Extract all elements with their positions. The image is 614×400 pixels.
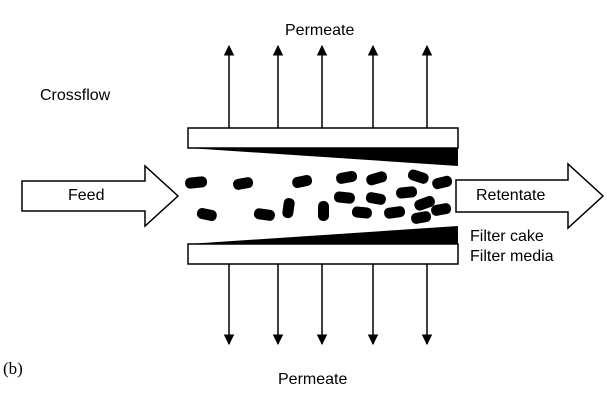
particle: [185, 176, 208, 189]
permeate-arrows-up: [223, 44, 433, 128]
particle: [351, 206, 372, 219]
permeate-bottom-label: Permeate: [278, 371, 348, 388]
feed-arrow: [21, 164, 180, 228]
particle: [411, 211, 432, 224]
permeate-arrows-down: [223, 264, 433, 346]
retentate-arrow: [455, 162, 605, 230]
crossflow-label: Crossflow: [40, 87, 111, 104]
particle: [414, 195, 435, 211]
particle: [196, 207, 217, 222]
particle: [432, 175, 453, 190]
retentate-label: Retentate: [476, 187, 546, 204]
filter-media-label: Filter media: [470, 248, 554, 265]
feed-label: Feed: [68, 187, 105, 204]
particle: [253, 208, 275, 221]
particle: [384, 206, 406, 219]
particle: [407, 169, 429, 184]
particle: [431, 203, 452, 216]
top-filter-media: [187, 127, 459, 149]
particle: [396, 186, 418, 199]
particle: [282, 198, 295, 219]
particle: [292, 174, 313, 189]
particle: [318, 201, 329, 221]
bottom-filter-cake: [188, 226, 458, 244]
particle: [365, 192, 386, 205]
top-filter-cake: [188, 148, 458, 166]
bottom-filter-media: [187, 243, 459, 265]
particle: [333, 191, 355, 204]
panel-label: (b): [3, 359, 23, 378]
permeate-top-label: Permeate: [285, 22, 355, 39]
filter-cake-label: Filter cake: [470, 228, 544, 245]
particle: [336, 170, 358, 184]
particle: [366, 171, 388, 186]
particle: [233, 177, 254, 190]
particles: [185, 169, 453, 224]
